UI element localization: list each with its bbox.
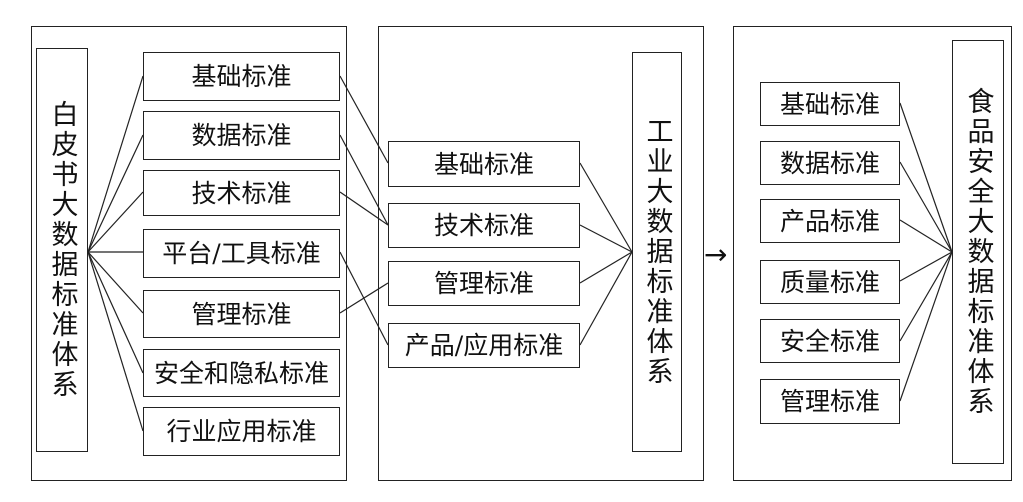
cross-link — [339, 191, 389, 226]
fan-line — [899, 251, 953, 282]
cross-link — [339, 134, 389, 226]
fan-line — [899, 251, 953, 402]
right-panel-title-text: 食品安全大数据标准体系 — [962, 87, 994, 417]
right-arrow: → — [704, 238, 728, 271]
left-panel — [31, 26, 347, 481]
fan-line — [87, 134, 144, 253]
right-item: 数据标准 — [760, 141, 900, 185]
middle-panel-title-text: 工业大数据标准体系 — [641, 117, 673, 387]
middle-item: 基础标准 — [388, 141, 580, 187]
fan-line — [579, 251, 633, 284]
fan-line — [579, 224, 633, 253]
left-panel-title: 白皮书大数据标准体系 — [36, 48, 88, 452]
fan-line — [899, 161, 953, 253]
fan-line — [899, 102, 953, 253]
right-panel-title: 食品安全大数据标准体系 — [952, 40, 1004, 464]
fan-line — [87, 251, 144, 432]
middle-item: 技术标准 — [388, 203, 580, 248]
left-item: 安全和隐私标准 — [143, 349, 340, 397]
fan-line — [899, 251, 953, 342]
fan-line — [579, 251, 633, 346]
fan-line — [87, 251, 144, 314]
middle-item: 产品/应用标准 — [388, 323, 580, 368]
middle-panel — [378, 26, 704, 481]
cross-link — [339, 75, 389, 164]
right-item: 安全标准 — [760, 319, 900, 363]
right-item: 管理标准 — [760, 379, 900, 424]
left-item: 技术标准 — [143, 170, 340, 216]
left-item: 平台/工具标准 — [143, 229, 340, 278]
left-item: 基础标准 — [143, 52, 340, 101]
left-panel-title-text: 白皮书大数据标准体系 — [46, 100, 78, 400]
fan-line — [87, 251, 144, 374]
middle-item: 管理标准 — [388, 261, 580, 306]
middle-panel-title: 工业大数据标准体系 — [632, 52, 682, 452]
fan-line — [899, 219, 953, 253]
fan-line — [87, 191, 144, 253]
left-item: 数据标准 — [143, 111, 340, 160]
right-item: 基础标准 — [760, 82, 900, 126]
left-item: 行业应用标准 — [143, 407, 340, 456]
right-item: 产品标准 — [760, 199, 900, 243]
right-item: 质量标准 — [760, 260, 900, 304]
right-panel — [733, 26, 1012, 481]
cross-link — [339, 282, 389, 314]
left-item: 管理标准 — [143, 290, 340, 338]
fan-line — [87, 75, 144, 253]
fan-line — [579, 162, 633, 253]
